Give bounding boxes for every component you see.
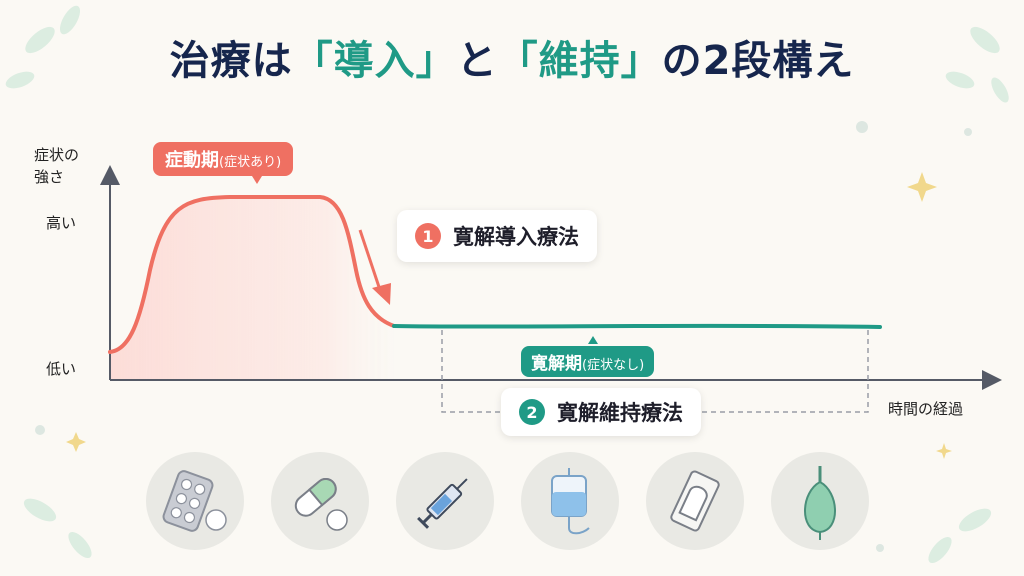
title-part: の2段構え — [661, 38, 855, 84]
y-axis-label-line2: 強さ — [34, 168, 65, 186]
x-axis-label: 時間の経過 — [888, 400, 964, 418]
syringe-icon — [396, 452, 494, 550]
active-phase-curve — [108, 195, 396, 354]
induction-arrow-head — [372, 283, 391, 305]
capsule-pill-icon — [271, 452, 369, 550]
title-accent-maintenance: 「維持」 — [497, 38, 662, 84]
enema-icon — [771, 452, 869, 550]
induction-therapy-label: 寛解導入療法 — [453, 225, 579, 249]
sparkle-icon — [66, 172, 952, 459]
page-title: 治療は「導入」と「維持」の2段構え — [0, 28, 1024, 86]
title-part: と — [456, 38, 498, 84]
active-phase-note: (症状あり) — [219, 155, 282, 170]
remission-phase-label: 寛解期 — [531, 354, 582, 374]
suppository-icon — [646, 452, 744, 550]
maintenance-bracket — [441, 330, 869, 413]
y-axis-high-label: 高い — [46, 214, 77, 232]
active-phase-badge: 症動期(症状あり) — [153, 142, 294, 176]
remission-phase-line — [392, 323, 882, 329]
active-phase-label: 症動期 — [165, 150, 219, 171]
y-axis-label-line1: 症状の — [34, 146, 80, 164]
title-accent-induction: 「導入」 — [292, 38, 457, 84]
iv-drip-icon — [521, 452, 619, 550]
y-axis-low-label: 低い — [46, 360, 77, 378]
induction-therapy-card: 1 寛解導入療法 — [397, 210, 597, 262]
maintenance-number-badge: 2 — [519, 399, 545, 425]
remission-pill-pointer — [588, 336, 598, 344]
leaf-icon — [5, 5, 1009, 564]
tablet-blister-icon — [146, 452, 244, 550]
remission-phase-badge: 寛解期(症状なし) — [521, 346, 655, 377]
active-phase-fill — [110, 197, 394, 380]
active-pill-pointer — [252, 176, 262, 184]
remission-phase-note: (症状なし) — [582, 358, 645, 373]
y-axis-label: 症状の 強さ — [34, 144, 79, 188]
title-part: 治療は — [169, 38, 293, 84]
induction-number-badge: 1 — [415, 223, 441, 249]
maintenance-therapy-card: 2 寛解維持療法 — [501, 388, 701, 436]
induction-arrow — [358, 229, 382, 291]
maintenance-therapy-label: 寛解維持療法 — [557, 401, 683, 425]
